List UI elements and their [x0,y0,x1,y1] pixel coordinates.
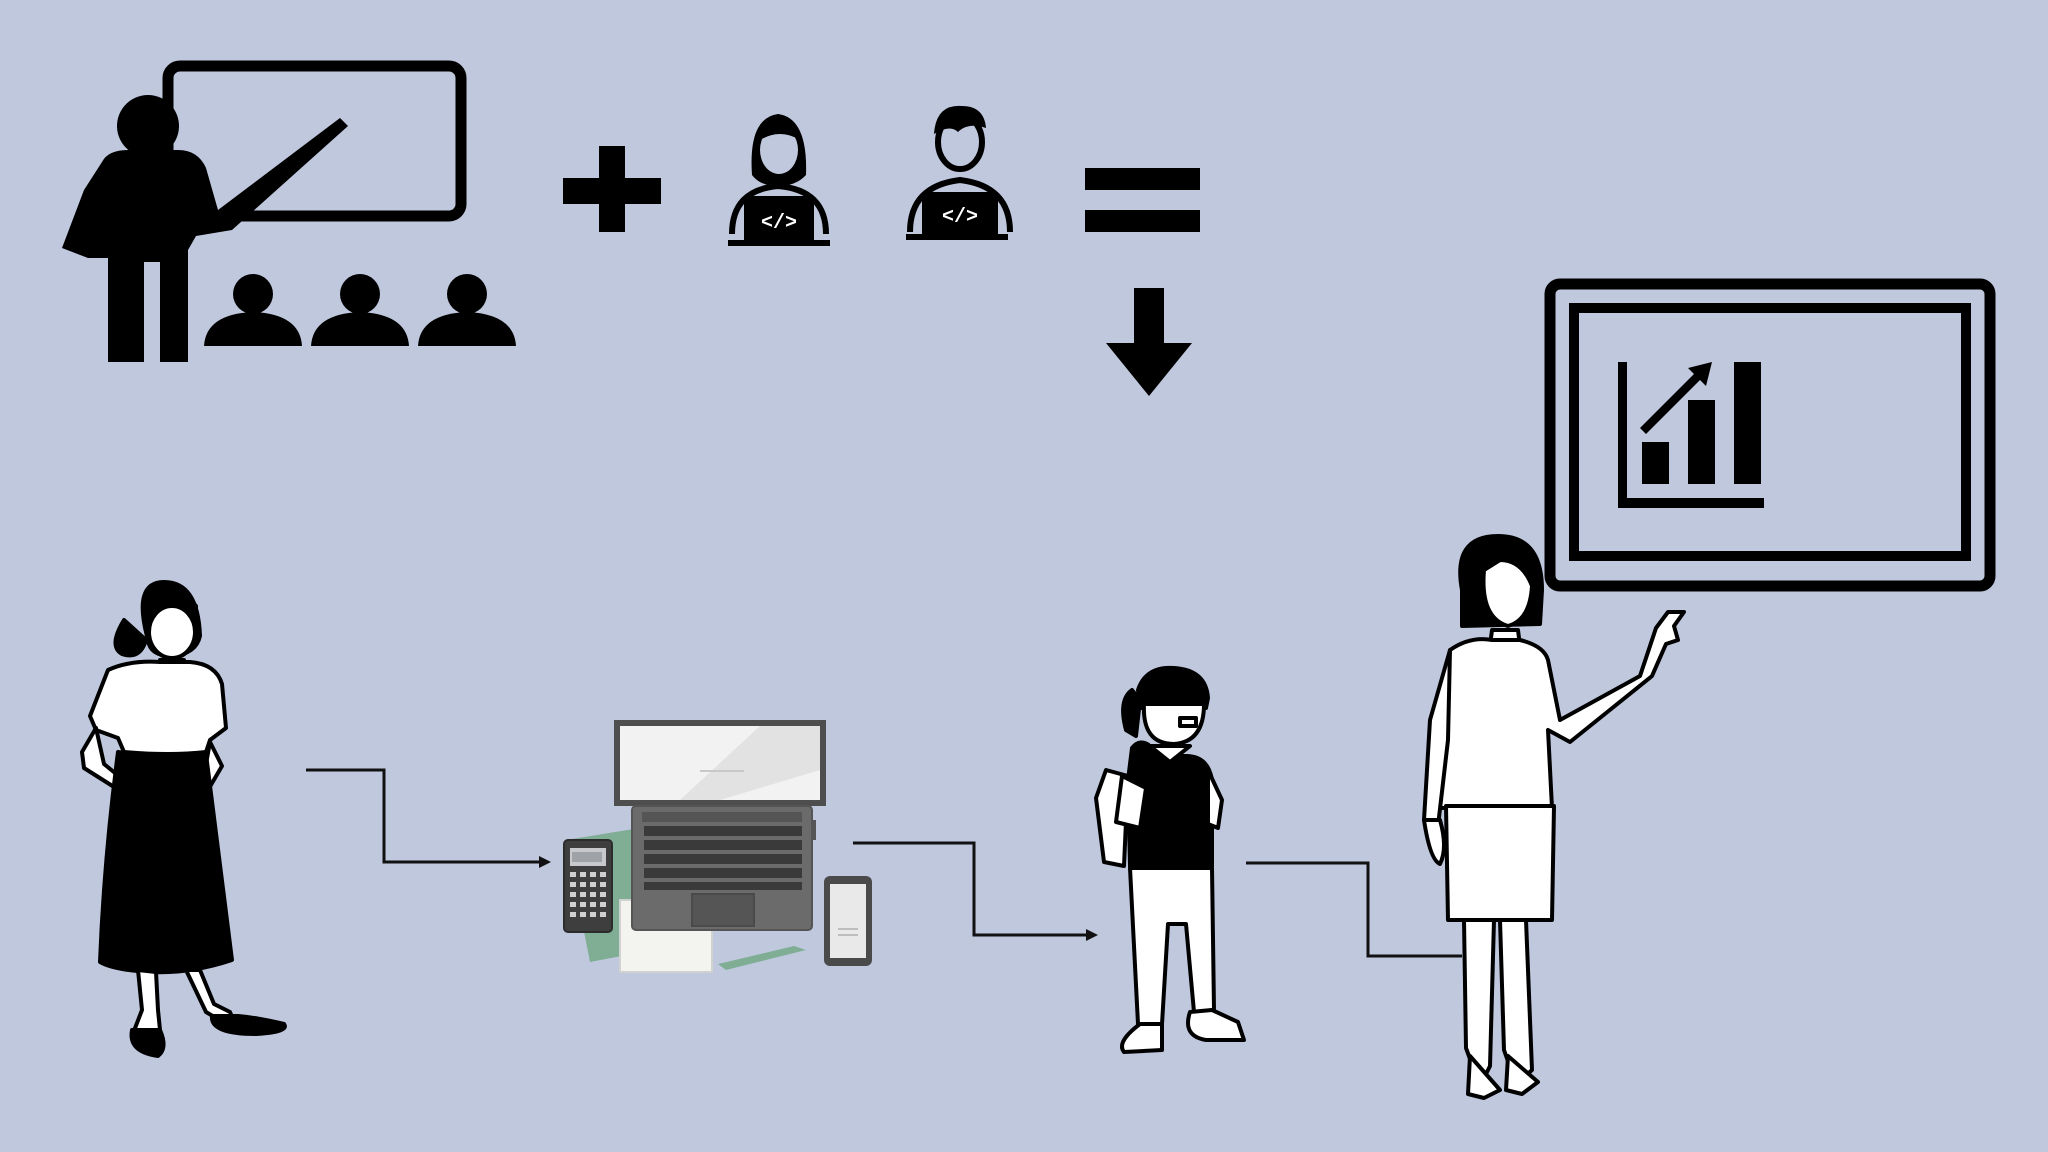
teacher-at-board-icon [62,60,516,362]
connector-arrowhead-2 [1086,929,1098,941]
presenter-woman-icon [1422,534,1686,1100]
connector-arrow-2 [853,841,1090,937]
student-girl-icon [1094,665,1246,1054]
svg-text:</>: </> [942,206,978,229]
plus-icon [563,146,661,232]
connector-arrow-1 [306,768,543,864]
chart-screen-icon [1544,278,1996,592]
parent-woman-icon [80,580,287,1058]
laptop-workspace-icon [563,720,872,973]
down-arrow-icon [1106,288,1192,396]
male-developer-icon: </> [906,105,1013,240]
female-developer-icon: </> [728,114,830,246]
connector-line-3 [1246,861,1462,958]
svg-text:</>: </> [761,212,797,235]
equals-icon [1085,168,1200,232]
connector-arrowhead-1 [539,856,551,868]
bar-chart-icon [1618,362,1764,508]
